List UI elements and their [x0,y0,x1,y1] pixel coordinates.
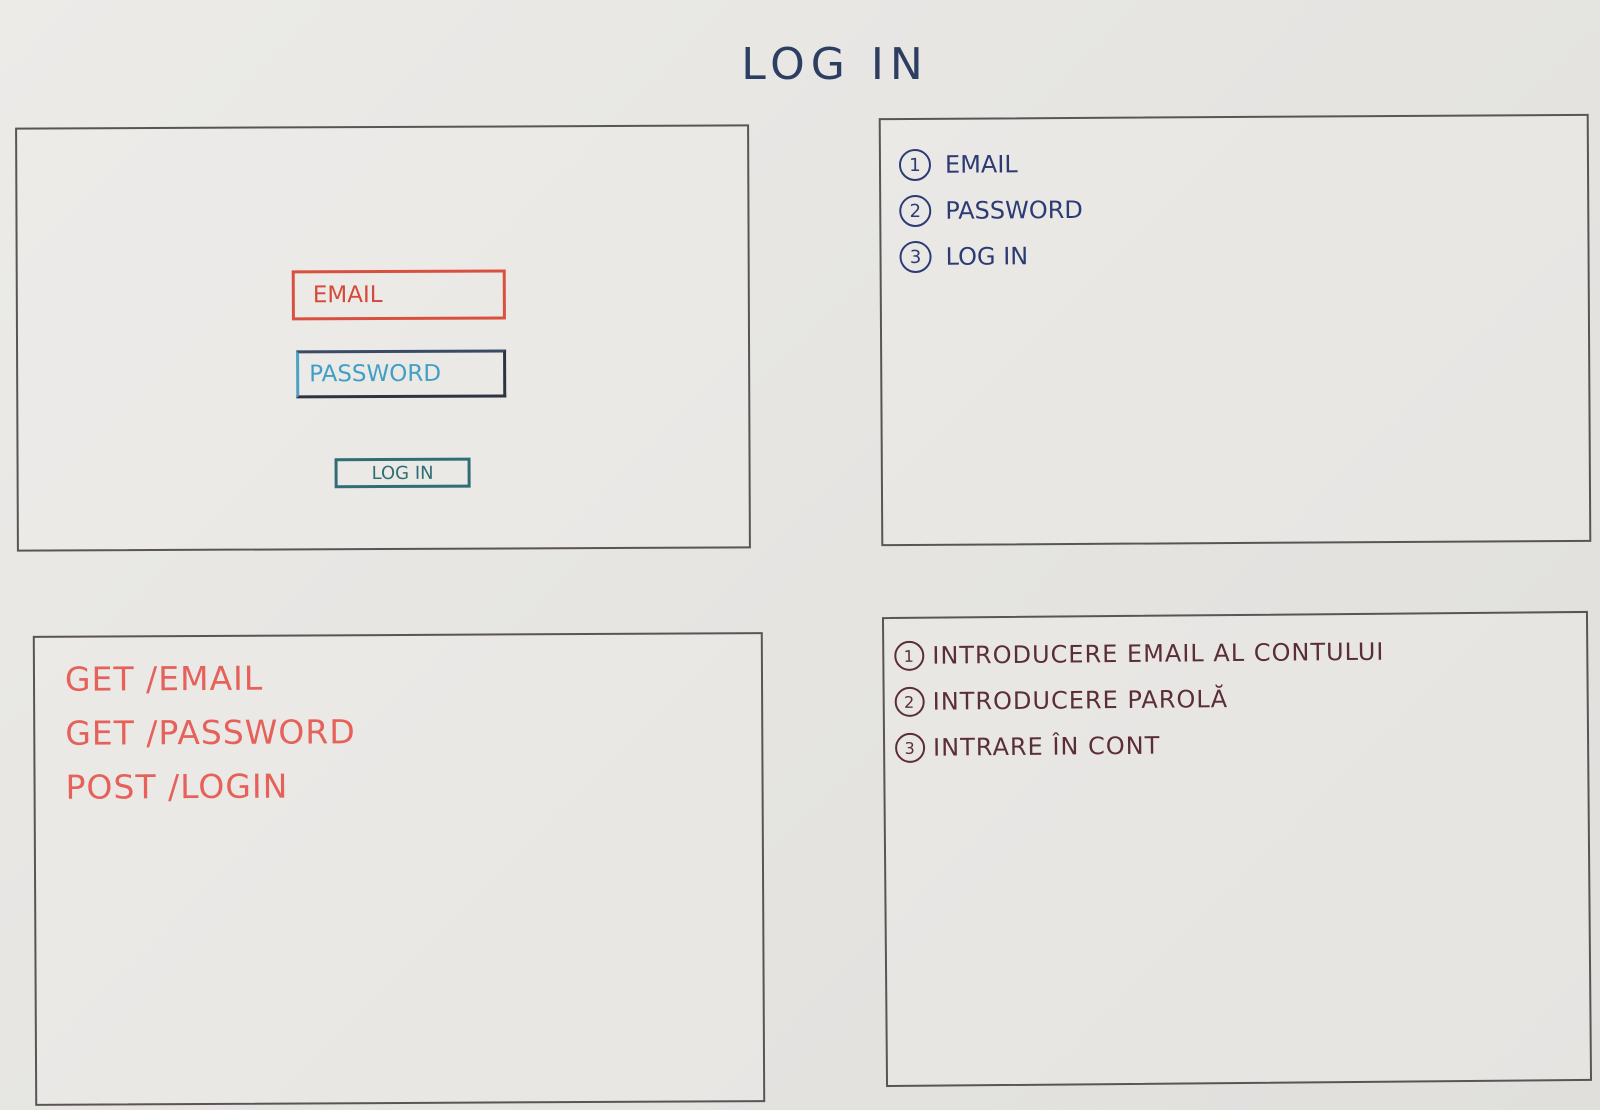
step-number-badge: 1 [894,640,925,671]
list-item: 1 INTRODUCERE EMAIL AL CONTULUI [894,629,1385,679]
step-number-badge: 2 [899,194,932,228]
login-button[interactable]: LOG IN [334,457,471,489]
api-endpoint: GET /PASSWORD [65,711,356,753]
api-endpoint: GET /EMAIL [64,658,264,699]
step-label: LOG IN [945,242,1029,271]
list-item: 3 LOG IN [899,233,1083,280]
api-endpoint: POST /LOGIN [65,766,289,807]
step-number-badge: 3 [899,240,932,274]
steps-panel: 1 EMAIL 2 PASSWORD 3 LOG IN [878,113,1592,547]
api-endpoints-list: GET /EMAIL GET /PASSWORD POST /LOGIN [65,650,356,814]
descriptions-list: 1 INTRODUCERE EMAIL AL CONTULUI 2 INTROD… [894,629,1385,771]
description-text: INTRARE ÎN CONT [932,731,1161,762]
api-endpoints-panel: GET /EMAIL GET /PASSWORD POST /LOGIN [32,632,766,1106]
step-number-badge: 2 [894,686,925,717]
description-text: INTRODUCERE EMAIL AL CONTULUI [932,637,1385,670]
descriptions-panel: 1 INTRODUCERE EMAIL AL CONTULUI 2 INTROD… [881,610,1593,1088]
step-number-badge: 3 [894,732,926,763]
password-field[interactable]: PASSWORD [296,349,507,399]
step-number-badge: 1 [898,148,932,182]
step-label: PASSWORD [945,195,1083,225]
step-label: EMAIL [944,150,1018,179]
list-item: 2 INTRODUCERE PAROLĂ [894,675,1386,725]
steps-list: 1 EMAIL 2 PASSWORD 3 LOG IN [898,141,1083,280]
description-text: INTRODUCERE PAROLĂ [932,685,1229,716]
list-item: 1 EMAIL [898,141,1083,188]
list-item: 3 INTRARE ÎN CONT [894,721,1386,771]
page-title: LOG IN [741,39,929,91]
login-mockup-panel: EMAIL PASSWORD LOG IN [15,124,751,552]
list-item: 2 PASSWORD [899,187,1083,234]
email-field[interactable]: EMAIL [291,269,506,321]
